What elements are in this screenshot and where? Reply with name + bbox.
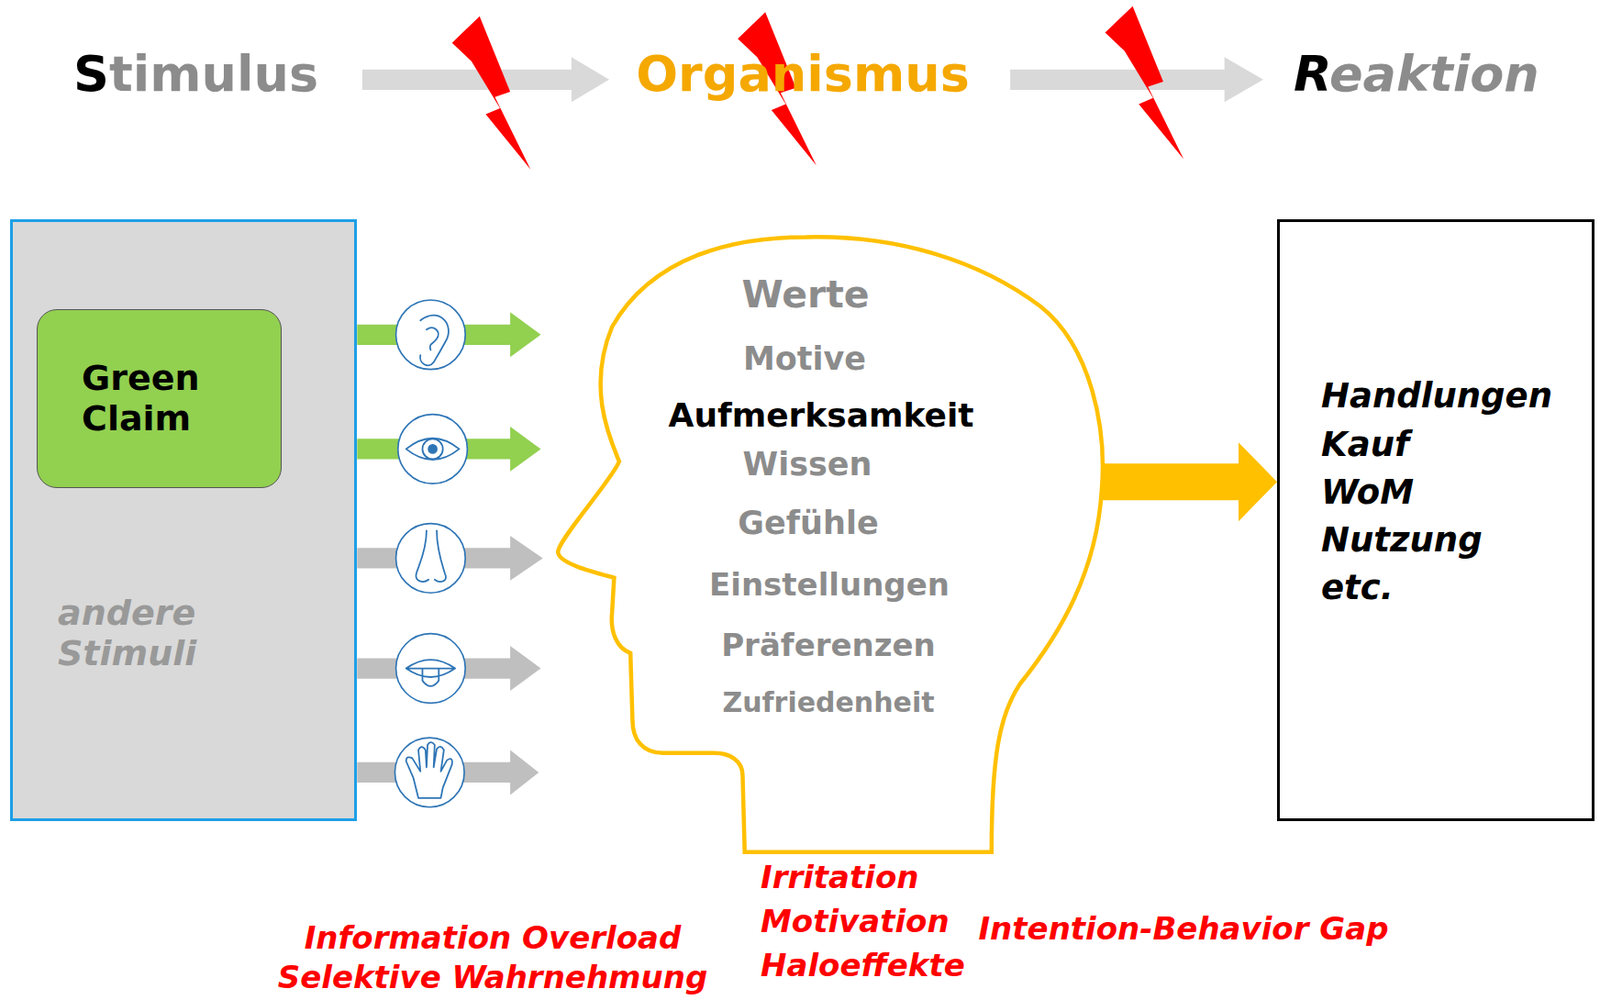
claim-text: Green Claim [81, 358, 256, 439]
reaction-item: Kauf [1321, 425, 1410, 466]
flow-connector [1102, 442, 1278, 522]
panel-text: andere Stimuli [57, 593, 260, 674]
head-term: Gefühle [737, 504, 878, 542]
barrier-note: Information Overload [304, 920, 682, 956]
sense-icon [396, 633, 467, 704]
sense-icon [396, 523, 467, 594]
reaction-item: etc. [1321, 568, 1394, 609]
head-outline: WerteMotiveAufmerksamkeitWissenGefühleEi… [555, 233, 1112, 856]
barrier-note: Motivation [760, 903, 950, 940]
barrier-note: Irritation [760, 859, 920, 896]
sense-icon [396, 300, 467, 370]
sense-icon [398, 414, 468, 485]
head-term: Werte [741, 273, 869, 317]
reaction-item: Handlungen [1321, 377, 1553, 417]
eye-pupil [428, 444, 437, 454]
eye-icon [406, 438, 460, 460]
barrier-note: Haloeffekte [760, 947, 966, 984]
lightning-bolt [1105, 6, 1185, 160]
sense-icon [394, 737, 465, 808]
stage-title: Organismus [635, 45, 970, 103]
hand-icon [406, 742, 453, 799]
head-path [557, 236, 1103, 852]
head-term: Motive [743, 340, 867, 378]
head-term: Präferenzen [721, 627, 936, 664]
reaction-box: HandlungenKaufWoM Nutzung etc. [1277, 219, 1595, 822]
stage-title: Stimulus [73, 45, 319, 103]
barrier-note: Selektive Wahrnehmung [277, 959, 709, 996]
stage-title: Reaktion [1293, 45, 1540, 103]
reaction-item: Nutzung [1321, 521, 1483, 561]
reaction-item: WoM [1321, 473, 1414, 513]
stimulus-panel: Green Claim andere Stimuli [10, 219, 357, 822]
nose-icon [415, 530, 446, 582]
lightning-bolt [452, 16, 532, 170]
ear-icon [420, 315, 449, 367]
head-term: Einstellungen [709, 566, 950, 603]
head-term: Zufriedenheit [722, 687, 934, 720]
claim-box: Green Claim [36, 309, 282, 489]
head-term: Wissen [743, 445, 873, 483]
mouth-icon [406, 659, 456, 687]
head-term: Aufmerksamkeit [668, 396, 975, 434]
head-shape [555, 233, 1112, 856]
barrier-note: Intention-Behavior Gap [972, 911, 1395, 947]
